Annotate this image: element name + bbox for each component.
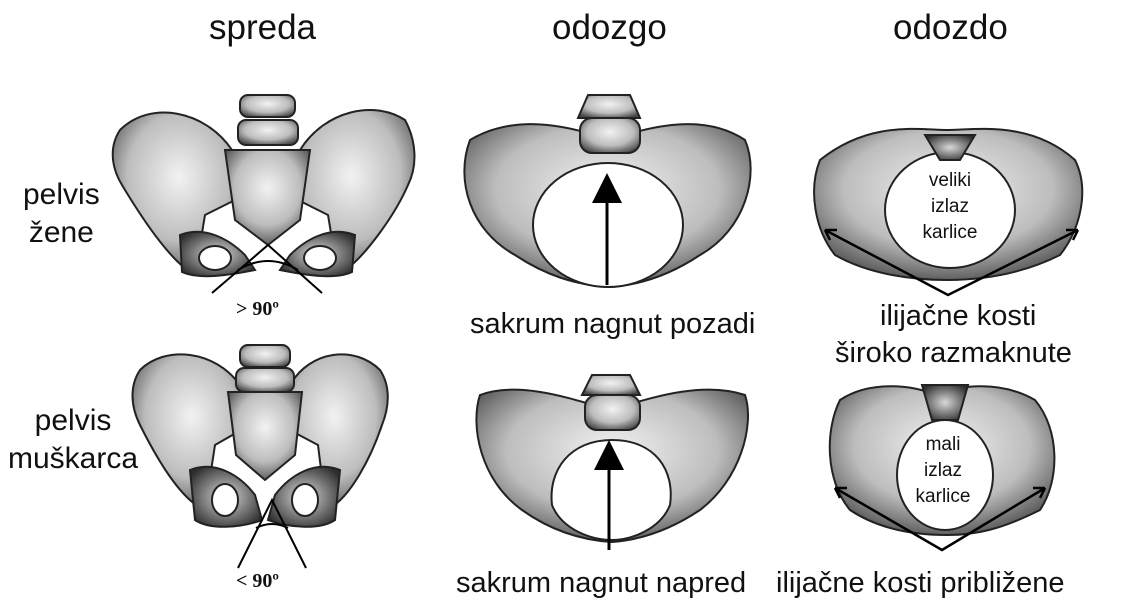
- caption-sacrum-forward: sakrum nagnut napred: [456, 567, 746, 600]
- row-label-female-line1: pelvis: [23, 176, 100, 214]
- column-heading-bottom: odozdo: [893, 8, 1008, 48]
- caption-iliac-close: ilijačne kosti približene: [776, 567, 1065, 600]
- outlet-label-small-line2: izlaz: [908, 458, 978, 484]
- outlet-label-small-line3: karlice: [908, 484, 978, 510]
- angle-label-female: > 90º: [236, 298, 279, 321]
- caption-iliac-wide-line2: široko razmaknute: [835, 337, 1072, 370]
- row-label-male: pelvis muškarca: [8, 402, 138, 478]
- outlet-label-large-line2: izlaz: [915, 194, 985, 220]
- male-pelvis-front-image: [133, 345, 388, 527]
- angle-label-male: < 90º: [236, 570, 279, 593]
- male-pelvis-top-image: [476, 375, 748, 542]
- column-heading-front: spreda: [209, 8, 316, 48]
- caption-iliac-wide-line1: ilijačne kosti: [880, 300, 1036, 333]
- row-label-male-line2: muškarca: [8, 440, 138, 478]
- row-label-female: pelvis žene: [23, 176, 100, 252]
- row-label-male-line1: pelvis: [8, 402, 138, 440]
- outlet-label-small: mali izlaz karlice: [908, 432, 978, 510]
- column-heading-top: odozgo: [552, 8, 667, 48]
- outlet-label-large-line1: veliki: [915, 168, 985, 194]
- outlet-label-large: veliki izlaz karlice: [915, 168, 985, 246]
- row-label-female-line2: žene: [23, 214, 100, 252]
- caption-sacrum-back: sakrum nagnut pozadi: [470, 308, 755, 341]
- outlet-label-small-line1: mali: [908, 432, 978, 458]
- outlet-label-large-line3: karlice: [915, 220, 985, 246]
